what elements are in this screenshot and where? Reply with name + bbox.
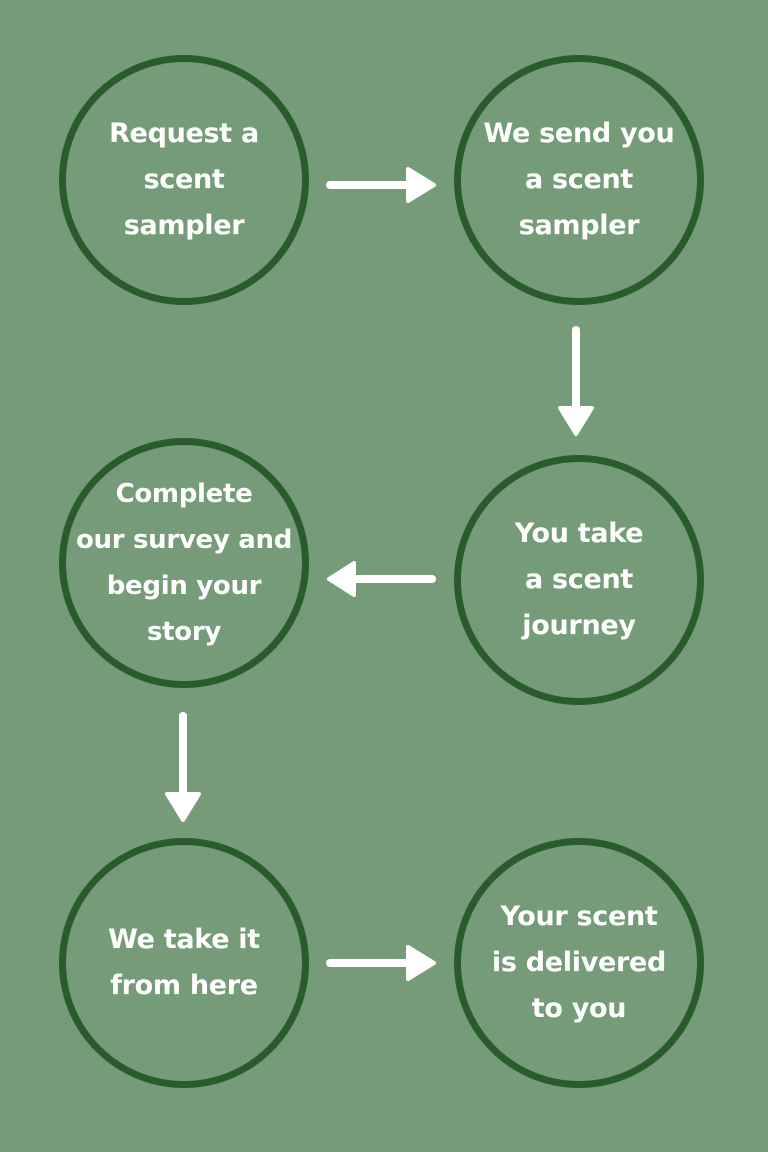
- step-label: Your scent is delivered to you: [491, 901, 667, 1024]
- step-label: Complete our survey and begin your story: [75, 479, 293, 647]
- arrow-down-icon: [165, 712, 201, 822]
- step-label: We take it from here: [108, 924, 260, 1001]
- arrow-down-icon: [558, 326, 594, 436]
- step-label: Request a scent sampler: [109, 118, 259, 241]
- arrow-left-icon: [327, 561, 436, 597]
- step-complete-survey: Complete our survey and begin your story: [59, 438, 309, 688]
- step-scent-delivered: Your scent is delivered to you: [454, 838, 704, 1088]
- step-we-take-it: We take it from here: [59, 838, 309, 1088]
- step-we-send-sampler: We send you a scent sampler: [454, 55, 704, 305]
- arrow-right-icon: [326, 945, 436, 981]
- step-request-sampler: Request a scent sampler: [59, 55, 309, 305]
- step-label: You take a scent journey: [514, 518, 644, 641]
- arrow-right-icon: [326, 167, 436, 203]
- step-scent-journey: You take a scent journey: [454, 455, 704, 705]
- step-label: We send you a scent sampler: [483, 118, 675, 241]
